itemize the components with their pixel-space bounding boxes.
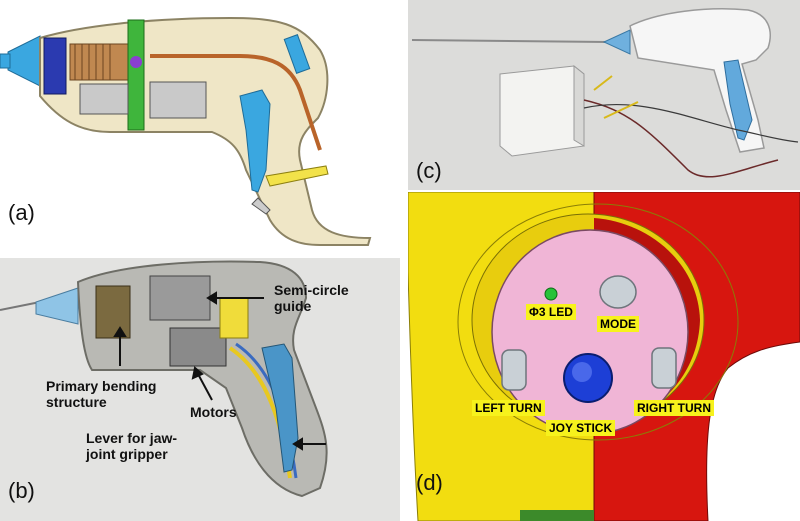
label-left-turn: LEFT TURN	[472, 400, 545, 416]
panel-a-cad-drawing: (a)	[0, 0, 400, 258]
annotation-lever-text: Lever for jaw- joint gripper	[86, 430, 178, 462]
cad-cutaway-illustration	[0, 16, 372, 246]
panel-c-device-photo: (c)	[408, 0, 800, 190]
annotation-lever-jaw-joint: Lever for jaw- joint gripper	[86, 430, 177, 462]
label-joy-stick: JOY STICK	[546, 420, 616, 436]
panel-label-d: (d)	[416, 470, 443, 495]
annotation-primary-bending-structure: Primary bending structure	[46, 378, 156, 410]
label-right-turn: RIGHT TURN	[634, 400, 714, 416]
annotation-motors: Motors	[190, 404, 237, 420]
annotation-primary-bending-text: Primary bending structure	[46, 378, 157, 410]
panel-b-prototype-photo: Semi-circle guide Primary bending struct…	[0, 258, 400, 521]
panel-label-b: (b)	[8, 478, 35, 503]
prototype-photo-illustration	[0, 258, 400, 521]
panel-label-a: (a)	[8, 200, 35, 225]
panel-d-control-panel-render: Φ3 LED MODE LEFT TURN JOY STICK RIGHT TU…	[408, 192, 800, 521]
annotation-semi-circle-guide: Semi-circle guide	[274, 282, 349, 314]
annotation-semi-circle-text: Semi-circle guide	[274, 282, 349, 314]
label-mode: MODE	[597, 316, 639, 332]
panel-label-c: (c)	[416, 158, 442, 183]
control-panel-illustration	[408, 192, 800, 521]
device-photo-illustration	[408, 0, 800, 190]
label-led: Φ3 LED	[526, 304, 576, 320]
